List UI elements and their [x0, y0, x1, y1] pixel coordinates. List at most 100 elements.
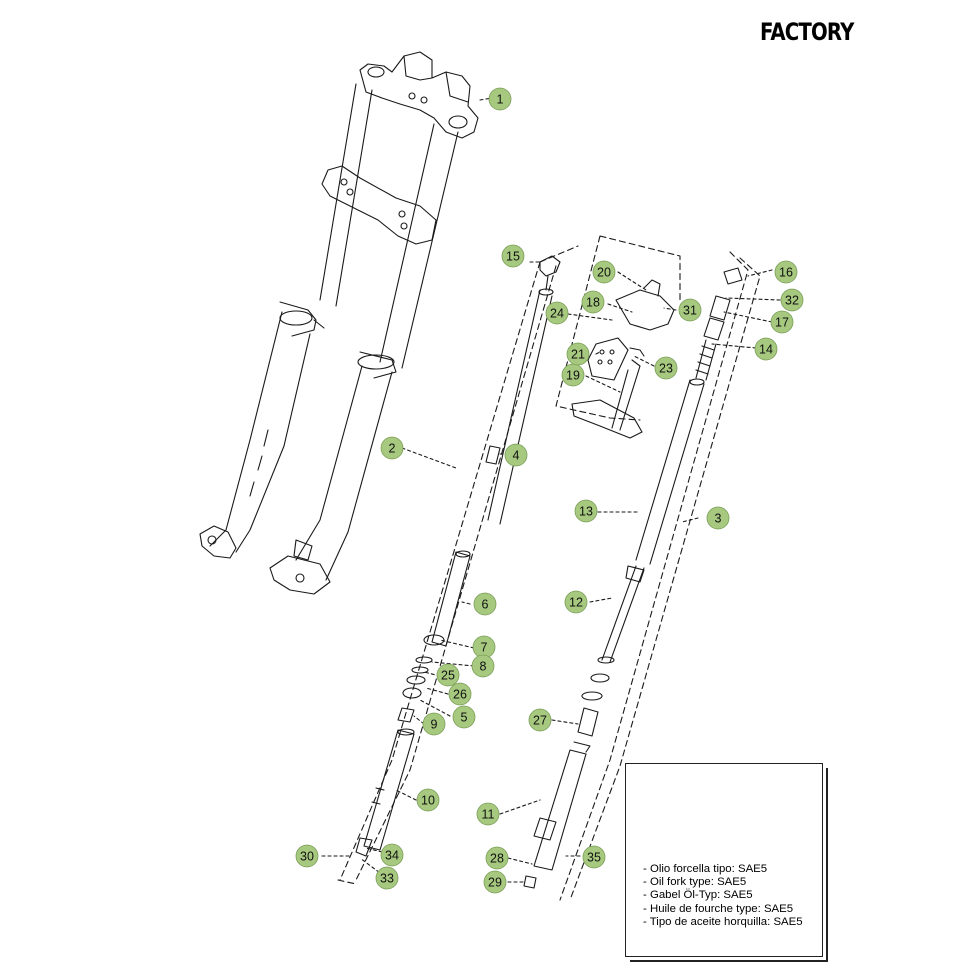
callout-circle-33	[375, 866, 399, 890]
callout-label-29: 29	[488, 876, 502, 890]
callout-circle-3	[706, 506, 730, 530]
callout-badge-9: 9	[422, 712, 446, 736]
callout-circle-8	[471, 654, 495, 678]
callout-label-5: 5	[461, 711, 468, 725]
callout-label-8: 8	[480, 660, 487, 674]
oil-spec-en: Oil fork type: SAE5	[643, 876, 803, 889]
callout-circle-11	[476, 802, 500, 826]
callout-label-25: 25	[441, 669, 455, 683]
callout-circle-17	[770, 310, 794, 334]
callout-circle-4	[504, 443, 528, 467]
callout-badge-17: 17	[770, 310, 794, 334]
callout-label-31: 31	[683, 304, 697, 318]
callout-badge-20: 20	[592, 260, 616, 284]
callout-badge-8: 8	[471, 654, 495, 678]
callout-badge-18: 18	[581, 290, 605, 314]
callout-circle-5	[452, 705, 476, 729]
callout-badge-14: 14	[754, 337, 778, 361]
callout-circle-12	[564, 590, 588, 614]
leader-lines	[321, 97, 781, 883]
callout-circle-10	[416, 788, 440, 812]
page-title: FACTORY	[760, 18, 854, 46]
callout-circle-34	[380, 843, 404, 867]
callout-label-3: 3	[715, 512, 722, 526]
callout-label-4: 4	[513, 449, 520, 463]
callout-label-27: 27	[533, 714, 547, 728]
callout-badge-13: 13	[574, 499, 598, 523]
callout-circle-27	[528, 708, 552, 732]
callout-circle-1	[488, 87, 512, 111]
oil-spec-es: Tipo de aceite horquilla: SAE5	[643, 916, 803, 929]
callout-circle-28	[485, 846, 509, 870]
callout-badge-32: 32	[780, 288, 804, 312]
callout-badge-29: 29	[483, 870, 507, 894]
callout-circle-6	[473, 592, 497, 616]
callout-circle-26	[448, 682, 472, 706]
callout-label-23: 23	[659, 362, 673, 376]
assembled-fork	[199, 51, 479, 595]
callout-circle-24	[545, 301, 569, 325]
callout-badge-4: 4	[504, 443, 528, 467]
callout-label-14: 14	[759, 343, 773, 357]
callout-label-21: 21	[571, 348, 585, 362]
callout-label-35: 35	[587, 851, 601, 865]
callout-label-28: 28	[490, 852, 504, 866]
callout-badge-5: 5	[452, 705, 476, 729]
callout-circle-23	[654, 356, 678, 380]
right-leg-parts	[523, 251, 761, 901]
callout-label-6: 6	[482, 598, 489, 612]
callout-circle-35	[582, 845, 606, 869]
callout-badge-27: 27	[528, 708, 552, 732]
callout-label-18: 18	[586, 296, 600, 310]
callout-circle-21	[566, 342, 590, 366]
callout-badge-26: 26	[448, 682, 472, 706]
callout-circle-14	[754, 337, 778, 361]
callout-label-34: 34	[385, 849, 399, 863]
callout-circle-15	[501, 244, 525, 268]
callout-badge-33: 33	[375, 866, 399, 890]
callout-badge-6: 6	[473, 592, 497, 616]
callout-label-13: 13	[579, 505, 593, 519]
callout-label-2: 2	[389, 442, 396, 456]
callout-badge-35: 35	[582, 845, 606, 869]
callout-badge-31: 31	[678, 298, 702, 322]
oil-spec-it: Olio forcella tipo: SAE5	[643, 863, 803, 876]
callout-badge-28: 28	[485, 846, 509, 870]
callout-label-17: 17	[775, 316, 789, 330]
callout-badge-2: 2	[380, 436, 404, 460]
callout-circle-30	[295, 844, 319, 868]
oil-spec-fr: Huile de fourche type: SAE5	[643, 903, 803, 916]
callout-badge-1: 1	[488, 87, 512, 111]
callout-badge-23: 23	[654, 356, 678, 380]
callout-badge-12: 12	[564, 590, 588, 614]
callout-badge-19: 19	[561, 363, 585, 387]
callout-circle-13	[574, 499, 598, 523]
callout-circle-29	[483, 870, 507, 894]
callout-circle-20	[592, 260, 616, 284]
callout-badge-10: 10	[416, 788, 440, 812]
callout-badge-15: 15	[501, 244, 525, 268]
callout-circle-2	[380, 436, 404, 460]
callout-label-12: 12	[569, 596, 583, 610]
oil-spec-de: Gabel Öl-Typ: SAE5	[643, 889, 803, 902]
callout-label-26: 26	[453, 688, 467, 702]
callout-label-7: 7	[481, 641, 488, 655]
callout-badge-24: 24	[545, 301, 569, 325]
callout-label-20: 20	[597, 266, 611, 280]
callout-circle-25	[436, 663, 460, 687]
callout-label-32: 32	[785, 294, 799, 308]
oil-spec-list: Olio forcella tipo: SAE5 Oil fork type: …	[643, 863, 803, 929]
callout-circle-31	[678, 298, 702, 322]
callout-badge-3: 3	[706, 506, 730, 530]
callout-circle-18	[581, 290, 605, 314]
callout-circle-9	[422, 712, 446, 736]
callout-circle-32	[780, 288, 804, 312]
callout-badge-34: 34	[380, 843, 404, 867]
left-leg-parts	[337, 245, 579, 885]
callout-label-9: 9	[431, 718, 438, 732]
callout-label-16: 16	[779, 266, 793, 280]
callout-label-1: 1	[497, 93, 504, 107]
callout-label-24: 24	[550, 307, 564, 321]
callout-circle-16	[774, 260, 798, 284]
